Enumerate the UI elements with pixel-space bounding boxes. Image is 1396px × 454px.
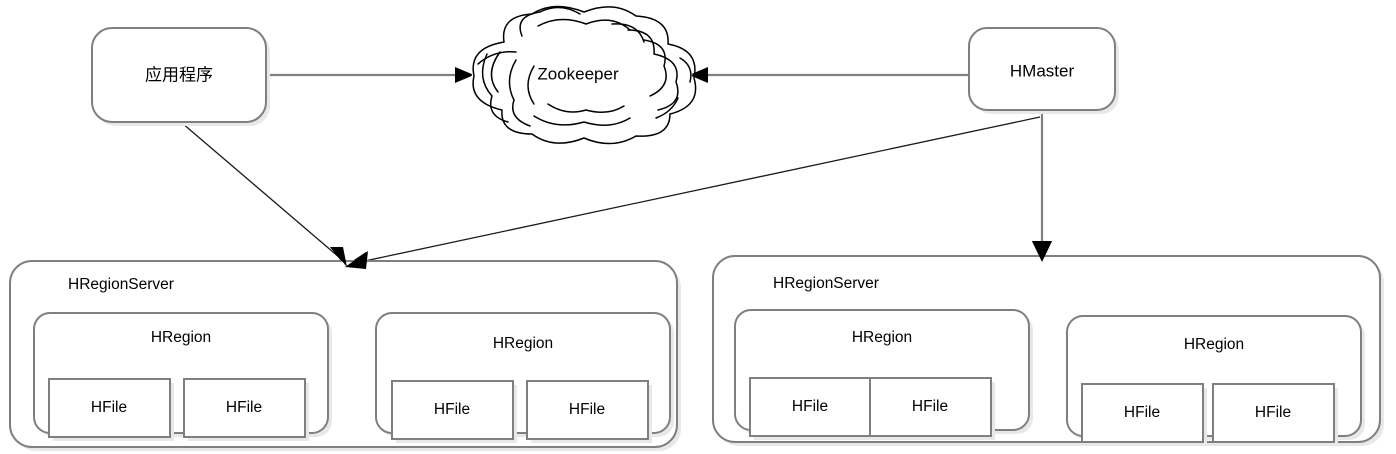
hfile-right-2-b-label: HFile bbox=[1255, 404, 1291, 421]
node-zookeeper[interactable]: Zookeeper bbox=[471, 4, 697, 145]
arrowhead-layer bbox=[330, 241, 1052, 269]
region-server-right-label: HRegionServer bbox=[773, 275, 879, 292]
zookeeper-cloud-stroke-4 bbox=[490, 51, 501, 93]
hfile-left-1-a-box bbox=[48, 378, 171, 438]
region-left-2-label: HRegion bbox=[493, 335, 553, 352]
connector-application-to-region-server-left bbox=[181, 122, 345, 266]
hfile-left-2-b-label: HFile bbox=[569, 401, 605, 418]
region-right-2-label: HRegion bbox=[1184, 336, 1244, 353]
hfile-right-2-a-label: HFile bbox=[1124, 404, 1160, 421]
zookeeper-cloud-stroke-2 bbox=[519, 6, 581, 37]
application-label: 应用程序 bbox=[145, 65, 213, 84]
zookeeper-cloud-stroke-15 bbox=[655, 97, 679, 119]
node-hmaster[interactable]: HMaster bbox=[968, 27, 1119, 114]
hfile-left-1-a[interactable]: HFile bbox=[48, 378, 174, 441]
node-region-server-right[interactable]: HRegionServer HRegion HFile HFile bbox=[712, 255, 1384, 446]
hfile-right-1-b[interactable]: HFile bbox=[869, 377, 995, 440]
hfile-left-1-b-box bbox=[183, 378, 306, 438]
region-left-1[interactable]: HRegion HFile HFile bbox=[33, 312, 332, 441]
region-server-left-label: HRegionServer bbox=[68, 276, 174, 293]
hfile-right-1-b-label: HFile bbox=[912, 398, 948, 415]
node-region-server-left[interactable]: HRegionServer HRegion HFile HFile bbox=[9, 260, 681, 451]
zookeeper-cloud-stroke-14 bbox=[679, 57, 692, 83]
zookeeper-cloud-outline bbox=[472, 5, 697, 145]
application-box bbox=[91, 27, 267, 123]
hfile-left-2-a-box bbox=[391, 380, 514, 440]
zookeeper-cloud-stroke-13 bbox=[477, 51, 517, 65]
hfile-left-1-a-label: HFile bbox=[91, 399, 127, 416]
region-right-2[interactable]: HRegion HFile HFile bbox=[1066, 315, 1365, 446]
arrowhead-hmaster-to-right-server bbox=[1032, 241, 1052, 262]
zookeeper-cloud-stroke-12 bbox=[547, 103, 625, 113]
hfile-left-2-a-label: HFile bbox=[434, 401, 470, 418]
node-application[interactable]: 应用程序 bbox=[91, 27, 270, 126]
hfile-right-2-a[interactable]: HFile bbox=[1081, 383, 1207, 446]
zookeeper-cloud-stroke-9 bbox=[643, 39, 667, 97]
zookeeper-cloud-stroke-10 bbox=[611, 23, 645, 43]
zookeeper-cloud-stroke-5 bbox=[508, 59, 531, 127]
zookeeper-cloud-stroke-11 bbox=[533, 115, 631, 126]
hfile-left-2-b[interactable]: HFile bbox=[526, 380, 652, 443]
arrowhead-hmaster-to-left-server bbox=[345, 251, 368, 269]
hfile-right-2-b[interactable]: HFile bbox=[1212, 383, 1338, 446]
connector-hmaster-to-region-server-left bbox=[345, 116, 1041, 268]
zookeeper-cloud-stroke-3 bbox=[481, 53, 509, 123]
zookeeper-label: Zookeeper bbox=[537, 64, 619, 83]
hfile-right-1-a-box bbox=[749, 377, 872, 437]
hfile-left-2-b-box bbox=[526, 380, 649, 440]
arrowhead-application-to-left-server bbox=[330, 247, 347, 267]
zookeeper-cloud-stroke-6 bbox=[527, 65, 535, 105]
hfile-right-1-b-box bbox=[869, 377, 992, 437]
connector-hmaster-to-zookeeper bbox=[689, 67, 968, 83]
connector-application-to-zookeeper bbox=[267, 67, 474, 83]
region-left-2[interactable]: HRegion HFile HFile bbox=[375, 312, 674, 443]
hfile-right-2-a-box bbox=[1081, 383, 1204, 443]
hfile-right-2-b-box bbox=[1212, 383, 1335, 443]
hmaster-label: HMaster bbox=[1010, 61, 1075, 80]
zookeeper-cloud-stroke-8 bbox=[627, 29, 679, 111]
hmaster-box bbox=[968, 27, 1116, 111]
hfile-right-1-a[interactable]: HFile bbox=[749, 377, 875, 440]
hfile-left-2-a[interactable]: HFile bbox=[391, 380, 517, 443]
hfile-left-1-b[interactable]: HFile bbox=[183, 378, 309, 441]
zookeeper-cloud-fill bbox=[471, 4, 694, 142]
zookeeper-cloud-stroke-7 bbox=[537, 18, 631, 31]
connector-hmaster-to-region-server-right bbox=[1032, 113, 1052, 262]
hfile-left-1-b-label: HFile bbox=[226, 399, 262, 416]
region-right-1-label: HRegion bbox=[852, 329, 912, 346]
region-left-1-label: HRegion bbox=[151, 329, 211, 346]
hfile-right-1-a-label: HFile bbox=[792, 398, 828, 415]
region-right-1[interactable]: HRegion HFile HFile bbox=[734, 309, 1033, 440]
